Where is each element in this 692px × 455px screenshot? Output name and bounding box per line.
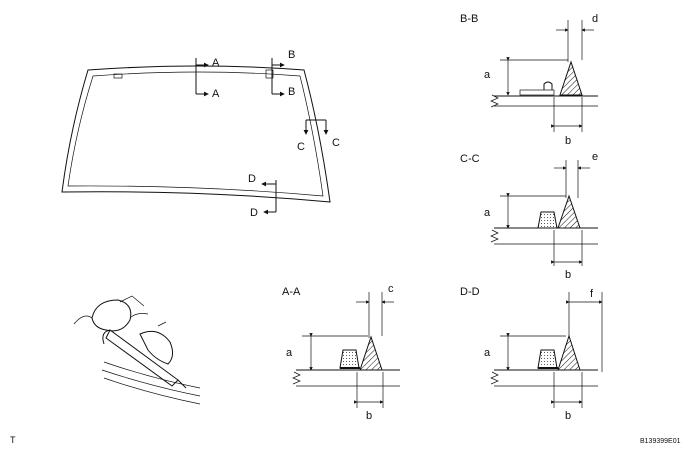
section-bb-title: B-B [460, 13, 478, 25]
section-bb-dim-b: b [565, 135, 571, 147]
section-cut-c: C C [297, 119, 340, 153]
adhesive-bead-aa [359, 335, 383, 371]
adhesive-bead-bb [559, 60, 583, 96]
dam-aa [339, 349, 360, 369]
adhesive-bead-cc [557, 194, 581, 229]
section-bb-dim-top: d [592, 13, 598, 25]
cut-a-label-bottom: A [212, 88, 220, 100]
section-bb: B-B a b d [460, 13, 598, 147]
section-cc-dim-b: b [565, 269, 571, 281]
section-dd-dim-b: b [565, 410, 571, 422]
cut-c-label-left: C [297, 141, 305, 153]
section-aa-title: A-A [282, 286, 301, 298]
section-aa-dim-b: b [366, 410, 372, 422]
section-dd-title: D-D [460, 286, 480, 298]
cut-b-label-top: B [288, 49, 295, 61]
dam-dd [537, 349, 558, 369]
windshield-outline [61, 65, 331, 203]
dam-cc [537, 211, 558, 229]
cut-d-label-bottom: D [250, 207, 258, 219]
cut-a-label-top: A [212, 57, 220, 69]
section-dd: D-D a b f [460, 286, 603, 422]
section-aa: A-A a b c [282, 283, 400, 422]
section-aa-dim-a: a [286, 347, 293, 359]
section-cc-dim-a: a [484, 207, 491, 219]
footer-mark: T [10, 435, 16, 445]
section-dd-dim-a: a [484, 347, 491, 359]
section-cut-b: B B [265, 49, 295, 98]
section-cc: C-C a b e [460, 151, 598, 281]
cut-b-label-bottom: B [288, 86, 295, 98]
adhesive-bead-dd [557, 334, 581, 371]
cut-d-label-top: D [248, 173, 256, 185]
section-bb-dim-a: a [484, 69, 491, 81]
section-aa-dim-top: c [388, 283, 394, 295]
section-cc-title: C-C [460, 153, 480, 165]
section-cut-d: D D [248, 173, 277, 219]
section-cc-dim-top: e [592, 151, 598, 163]
cut-c-label-right: C [332, 137, 340, 149]
mirror-mount [113, 73, 123, 79]
hand-applying-adhesive-illustration [73, 295, 201, 405]
section-cut-a: A A [195, 57, 220, 100]
figure-code: B139399E01 [640, 438, 681, 445]
section-dd-dim-top: f [590, 288, 594, 300]
